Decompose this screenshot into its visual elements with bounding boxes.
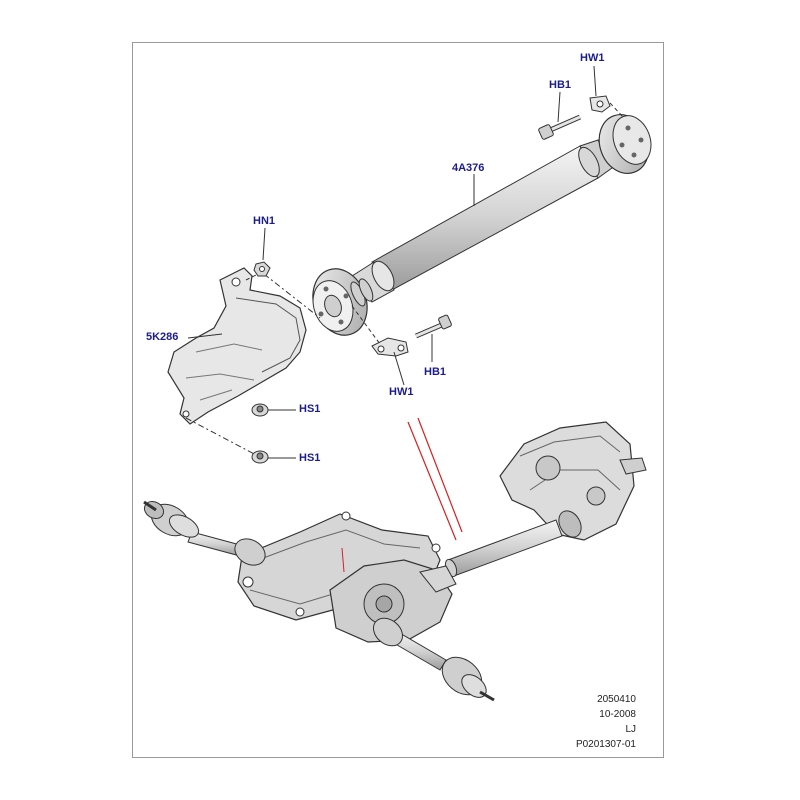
lower-bolt-hardware	[351, 305, 452, 357]
leader-lines	[187, 65, 597, 459]
callout-hs1-lower: HS1	[299, 452, 321, 464]
heat-shield-fasteners	[251, 261, 271, 464]
reference-code: 2050410	[597, 694, 636, 705]
reference-model: LJ	[625, 724, 636, 735]
callout-hn1: HN1	[253, 215, 276, 227]
callout-4a376: 4A376	[452, 162, 485, 174]
reference-illustration-id: P0201307-01	[575, 739, 636, 750]
callout-hw1-bottom: HW1	[389, 386, 414, 398]
diagram-frame	[132, 42, 664, 758]
right-half-shaft	[373, 617, 495, 702]
rear-differential	[329, 559, 457, 643]
rear-flange	[598, 114, 652, 174]
transfer-case	[499, 421, 647, 541]
callout-hb1-top: HB1	[549, 79, 572, 91]
callout-hw1-top: HW1	[580, 52, 605, 64]
heat-shield	[167, 267, 321, 457]
left-half-shaft	[143, 500, 266, 566]
front-flange	[312, 268, 374, 336]
reference-date: 10-2008	[599, 709, 636, 720]
location-indicator	[407, 417, 463, 541]
callout-hs1-upper: HS1	[299, 403, 321, 415]
callout-5k286: 5K286	[146, 331, 179, 343]
callout-hb1-bottom: HB1	[424, 366, 447, 378]
top-bolt-hardware	[538, 95, 625, 140]
